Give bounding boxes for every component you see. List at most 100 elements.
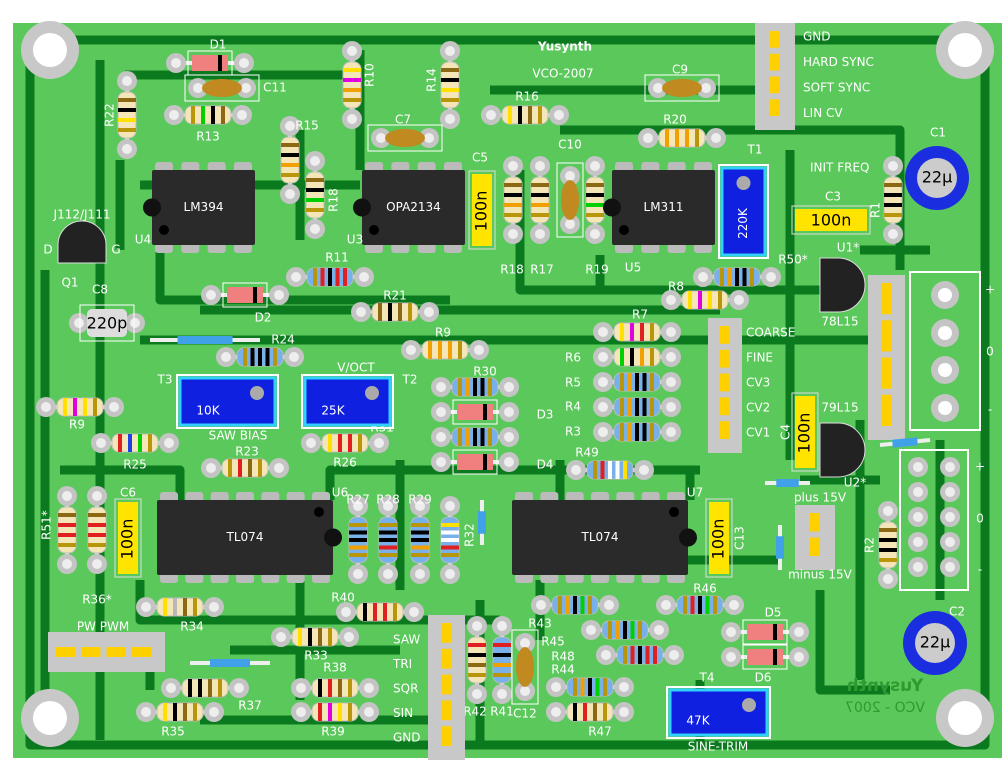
resistor-body <box>878 521 898 569</box>
adjust-screw-icon[interactable] <box>250 386 264 400</box>
color-band <box>458 428 462 446</box>
resistor-r47 <box>546 702 634 722</box>
color-band <box>349 523 367 527</box>
capacitor-value: 100n <box>811 211 852 230</box>
resistor-body <box>57 506 77 554</box>
ic-pin <box>286 573 305 583</box>
pad-hole <box>590 229 600 239</box>
trimmer-t3 <box>176 374 279 429</box>
resistor-r49 <box>566 460 654 480</box>
color-band <box>642 423 647 441</box>
ic-ref-label: U7 <box>687 486 703 500</box>
pad-hole <box>424 133 434 143</box>
ic-pin <box>286 492 305 502</box>
color-band <box>458 378 462 396</box>
color-band <box>335 268 340 286</box>
color-band <box>735 268 739 286</box>
color-band <box>504 183 522 187</box>
color-band <box>373 603 377 621</box>
resistor-ref-label: R19 <box>585 263 609 277</box>
pad-hole <box>666 352 676 362</box>
output-connector <box>428 615 465 760</box>
pad-hole <box>166 683 176 693</box>
header-pin <box>881 283 892 315</box>
capacitor-ref-label: C3 <box>825 190 841 204</box>
pad-hole <box>347 114 357 124</box>
color-band <box>468 653 486 657</box>
pad-hole <box>193 83 203 93</box>
color-band <box>615 621 620 639</box>
trimmer-value: 220K <box>736 207 750 239</box>
color-band <box>638 646 642 664</box>
pad-hole <box>497 621 507 631</box>
resistor-r34 <box>136 597 224 617</box>
color-band <box>518 106 522 124</box>
hole <box>948 33 982 67</box>
color-band <box>349 538 367 542</box>
color-band <box>118 98 136 102</box>
resistor-r31 <box>431 427 519 447</box>
resistor-ref-label: R3 <box>565 425 581 439</box>
pad-hole <box>296 683 306 693</box>
output-connector-label: SIN <box>393 706 413 720</box>
pad-hole <box>472 621 482 631</box>
color-band <box>198 679 202 697</box>
color-band <box>620 323 624 341</box>
resistor-ref-label: R32 <box>463 523 477 547</box>
resistor-r8 <box>661 290 749 310</box>
capacitor-c6 <box>114 498 142 578</box>
color-band <box>630 348 634 366</box>
diode-d1 <box>166 50 254 76</box>
color-band <box>630 621 635 639</box>
color-band <box>379 553 397 557</box>
sync-connector-label: HARD SYNC <box>803 55 874 69</box>
ic-pin <box>591 492 609 502</box>
resistor-r10 <box>342 41 362 129</box>
capacitor-value: 220p <box>87 314 128 333</box>
pad-hole <box>639 465 649 475</box>
color-band <box>685 129 689 147</box>
resistor-ref-label: R7 <box>632 308 648 322</box>
adjust-screw-icon[interactable] <box>736 176 751 190</box>
color-band <box>615 461 620 479</box>
resistor-r2 <box>878 501 898 589</box>
resistor-r27 <box>348 496 368 584</box>
color-band <box>88 533 106 537</box>
ic-pin <box>641 492 660 502</box>
color-band <box>88 543 106 547</box>
color-band <box>378 303 382 321</box>
resistor-ref-label: R36* <box>82 593 112 607</box>
resistor-ref-label: R16 <box>515 90 539 104</box>
resistor-ref-label: R24 <box>271 333 295 347</box>
pad-hole <box>306 438 316 448</box>
color-band <box>348 703 352 721</box>
resistor-body <box>467 636 487 684</box>
sync-connector-label: SOFT SYNC <box>803 81 870 95</box>
color-band <box>193 703 197 721</box>
pad-hole <box>109 402 119 412</box>
pad-hole <box>296 707 306 717</box>
color-band <box>688 291 692 309</box>
capacitor-body <box>795 396 815 468</box>
ic-notch <box>353 198 371 217</box>
color-band <box>650 373 654 391</box>
adjust-screw-icon[interactable] <box>365 386 379 400</box>
header-hole <box>945 487 955 497</box>
color-band <box>465 428 470 446</box>
resistor-body <box>156 597 204 617</box>
ic-pin <box>236 492 254 502</box>
cap-outline <box>511 629 539 705</box>
resistor-body <box>371 302 419 322</box>
color-band <box>879 538 897 542</box>
ic-pin <box>591 573 609 583</box>
ic-body <box>512 500 688 575</box>
ic-pin <box>667 162 686 172</box>
header-hole <box>945 512 955 522</box>
resistor-ref-label: R43 <box>528 617 552 631</box>
trimmer-outline <box>718 164 769 259</box>
capacitor-c4 <box>791 392 819 472</box>
pad-hole <box>669 650 679 660</box>
electrolytic-top <box>917 158 957 198</box>
resistor-r15 <box>280 116 300 204</box>
adjust-screw-icon[interactable] <box>742 698 756 712</box>
